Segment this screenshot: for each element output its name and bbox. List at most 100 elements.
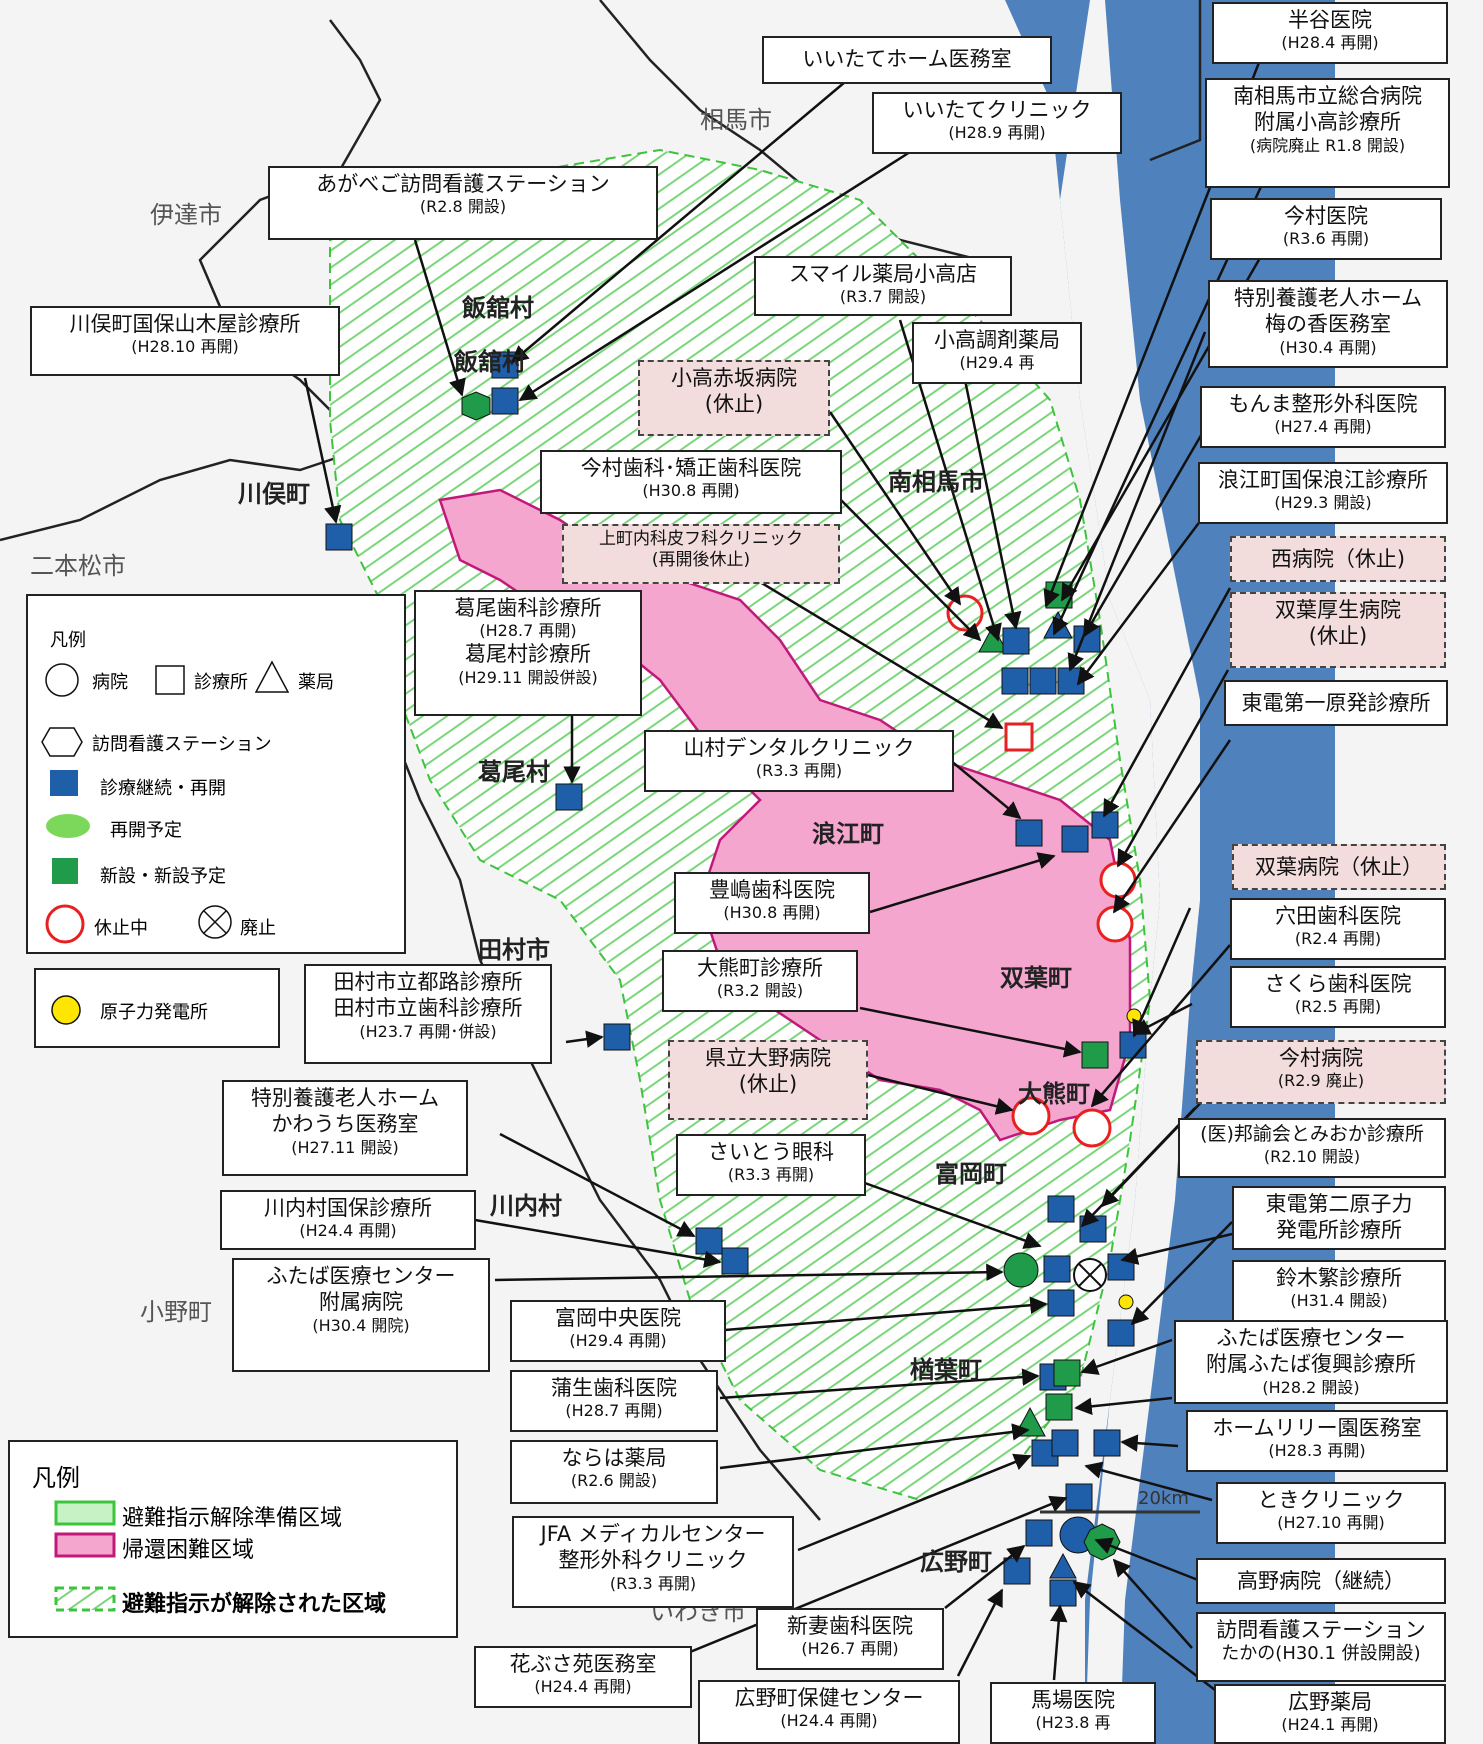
pin-kawauchi-clinic xyxy=(721,1247,749,1275)
pin-npp1 xyxy=(1126,1008,1142,1024)
label-anada: 穴田歯科医院(R2.4 再開) xyxy=(1230,898,1446,960)
legend-new: 新設・新設予定 xyxy=(100,866,226,887)
label-jfa: JFA メディカルセンター整形外科クリニック(R3.3 再開) xyxy=(512,1516,794,1608)
label-hanya: 半谷医院(H28.4 再開) xyxy=(1212,2,1448,64)
legend-nursing: 訪問看護ステーション xyxy=(92,734,272,755)
label-nishi: 西病院（休止) xyxy=(1230,536,1446,582)
legend-planned: 再開予定 xyxy=(110,820,182,841)
pin-ohno xyxy=(1011,1096,1051,1136)
legend-abolished: 廃止 xyxy=(240,918,276,939)
label-takano-nurse: 訪問看護ステーションたかの(H30.1 併設開設) xyxy=(1196,1612,1446,1682)
place-katsurao: 葛尾村 xyxy=(478,758,550,786)
label-kamimachi: 上町内科皮フ科クリニック(再開後休止) xyxy=(562,524,840,584)
label-naraha-pharm: ならは薬局(R2.6 開設) xyxy=(510,1440,718,1504)
pin-shinzuma xyxy=(1025,1519,1053,1547)
label-futaba-kosei: 双葉厚生病院(休止) xyxy=(1230,592,1446,668)
label-tomioka-clinic: (医)邦諭会とみおか診療所(R2.10 開設) xyxy=(1178,1118,1446,1178)
pin-tepco1 xyxy=(1119,1031,1147,1059)
legend-lifted: 避難指示が解除された区域 xyxy=(122,1592,387,1617)
legend-clinic: 診療所 xyxy=(194,672,248,693)
label-smile: スマイル薬局小高店(R3.7 開設) xyxy=(754,256,1012,316)
pin-agabego xyxy=(461,391,491,421)
label-ohno: 県立大野病院(休止) xyxy=(668,1040,868,1120)
place-naraha: 楢葉町 xyxy=(910,1356,982,1384)
pin-homelily xyxy=(1093,1429,1121,1457)
place-tomioka: 富岡町 xyxy=(935,1160,1007,1188)
label-tamura-clinic: 田村市立都路診療所田村市立歯科診療所(H23.7 再開･併設) xyxy=(304,964,552,1064)
label-futaba-center: ふたば医療センター附属病院(H30.4 開院) xyxy=(232,1258,490,1372)
place-minamisoma: 南相馬市 xyxy=(888,468,984,496)
pin-tomioka-chuo xyxy=(1047,1289,1075,1317)
place-futaba: 双葉町 xyxy=(1000,964,1072,992)
place-kawauchi: 川内村 xyxy=(490,1192,562,1220)
legend-facilities: 凡例 病院 診療所 薬局 訪問看護ステーション 診療継続・再開 再開予定 新設・… xyxy=(26,594,406,954)
label-tepco2: 東電第二原子力発電所診療所 xyxy=(1232,1186,1446,1250)
pin-tepco2 xyxy=(1107,1319,1135,1347)
legend-pharmacy: 薬局 xyxy=(298,672,334,693)
pin-hanya xyxy=(1001,667,1029,695)
pin-odaka-pharm xyxy=(1002,627,1030,655)
label-saito: さいとう眼科(R3.3 再開) xyxy=(676,1134,866,1196)
label-futaba-hosp: 双葉病院（休止） xyxy=(1232,844,1446,890)
label-sakura: さくら歯科医院(R2.5 再開) xyxy=(1230,966,1446,1028)
place-kawamata: 川俣町 xyxy=(238,480,310,508)
pin-npp2 xyxy=(1118,1294,1134,1310)
legend-active: 診療継続・再開 xyxy=(100,778,226,799)
label-hanabusa: 花ぶさ苑医務室(H24.4 再開) xyxy=(474,1646,692,1708)
pin-sakura xyxy=(1079,1215,1107,1243)
label-hirono-pharm: 広野薬局(H24.1 再開) xyxy=(1214,1684,1446,1744)
pin-kawauchi-home xyxy=(695,1227,723,1255)
label-suzuki: 鈴木繁診療所(H31.4 開設) xyxy=(1232,1260,1446,1322)
legend-hospital: 病院 xyxy=(92,672,128,693)
label-odaka-clinic: 南相馬市立総合病院附属小高診療所(病院廃止 R1.8 開設) xyxy=(1205,78,1450,188)
label-takano: 高野病院（継続） xyxy=(1196,1558,1446,1604)
label-futaba-fukko: ふたば医療センター附属ふたば復興診療所(H28.2 開設) xyxy=(1174,1320,1448,1404)
legend-suspended: 休止中 xyxy=(94,918,148,939)
label-baba: 馬場医院(H23.8 再 xyxy=(990,1682,1156,1744)
label-toki: ときクリニック(H27.10 再開) xyxy=(1216,1482,1446,1544)
place-hirono: 広野町 xyxy=(920,1548,992,1576)
legend-facilities-title: 凡例 xyxy=(50,630,86,651)
label-umenoka: 特別養護老人ホーム梅の香医務室(H30.4 再開) xyxy=(1208,280,1448,368)
place-nihonmatsu: 二本松市 xyxy=(30,552,126,580)
legend-npp-label: 原子力発電所 xyxy=(100,1002,208,1023)
scale-label: 20km xyxy=(1138,1488,1189,1509)
label-okuma-clinic: 大熊町診療所(R3.2 開設) xyxy=(662,950,858,1012)
place-soma: 相馬市 xyxy=(700,106,772,134)
label-yamamura: 山村デンタルクリニック(R3.3 再開) xyxy=(644,730,954,792)
label-odaka-pharm: 小高調剤薬局(H29.4 再 xyxy=(912,322,1082,384)
pin-toyoshima xyxy=(1061,825,1089,853)
place-ono: 小野町 xyxy=(140,1298,212,1326)
label-homelily: ホームリリー園医務室(H28.3 再開) xyxy=(1186,1410,1448,1472)
pin-kamimachi xyxy=(1004,722,1034,752)
legend-ready: 避難指示解除準備区域 xyxy=(122,1506,343,1531)
pin-futaba-fukko xyxy=(1053,1359,1081,1387)
pin-toki xyxy=(1065,1483,1093,1511)
legend-zones-symbols xyxy=(54,1500,116,1612)
label-kawauchi-home: 特別養護老人ホームかわうち医務室(H27.11 開設) xyxy=(222,1080,468,1176)
pin-hanabusa xyxy=(1003,1557,1031,1585)
pin-saito xyxy=(1043,1255,1071,1283)
pin-kawamata xyxy=(325,523,353,551)
label-odaka-akasaka: 小高赤坂病院(休止) xyxy=(638,360,830,436)
pin-katsurao xyxy=(555,783,583,811)
label-hirono-health: 広野町保健センター(H24.4 再開) xyxy=(698,1680,960,1744)
legend-restricted: 帰還困難区域 xyxy=(122,1538,255,1563)
label-tepco1: 東電第一原発診療所 xyxy=(1224,680,1448,726)
legend-facilities-symbols xyxy=(41,660,290,944)
pin-okuma-clinic xyxy=(1081,1041,1109,1069)
label-katsurao-clinic: 葛尾歯科診療所(H28.7 再開)葛尾村診療所(H29.11 開設併設) xyxy=(414,590,642,716)
pin-futaba-hosp xyxy=(1072,1108,1112,1148)
label-iitate-clinic: いいたてクリニック(H28.9 再開) xyxy=(872,92,1122,154)
label-toyoshima: 豊嶋歯科医院(H30.8 再開) xyxy=(674,872,870,934)
pin-anada xyxy=(1047,1195,1075,1223)
label-shinzuma: 新妻歯科医院(H26.7 再開) xyxy=(756,1608,944,1670)
place-iitate-2: 飯舘村 xyxy=(454,348,526,376)
legend-zones-title: 凡例 xyxy=(32,1464,80,1492)
legend-zones: 凡例 避難指示解除準備区域 帰還困難区域 避難指示が解除された区域 xyxy=(8,1440,458,1638)
place-tamura: 田村市 xyxy=(478,936,550,964)
label-monma: もんま整形外科医院(H27.4 再開) xyxy=(1200,386,1446,448)
label-namie-clinic: 浪江町国保浪江診療所(H29.3 開設) xyxy=(1198,462,1448,524)
label-kawauchi-clinic: 川内村国保診療所(H24.4 再開) xyxy=(220,1190,476,1250)
